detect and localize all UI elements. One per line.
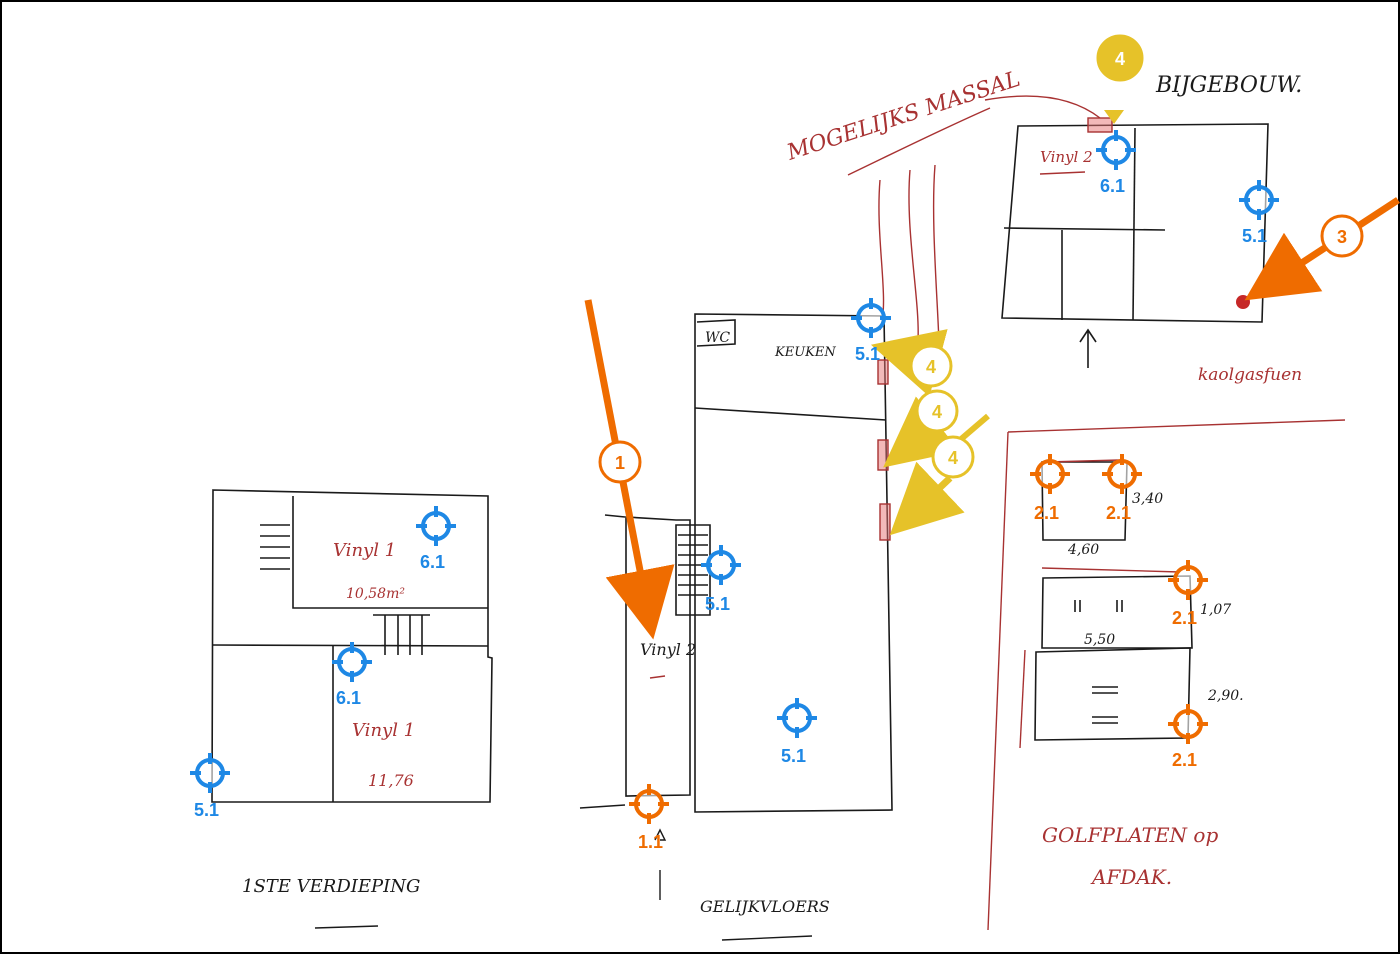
svg-text:4: 4 xyxy=(948,448,958,468)
callout-1: 1 xyxy=(598,440,642,484)
first-floor-plan xyxy=(211,489,493,803)
blue-marker xyxy=(1096,130,1136,170)
blue-marker-label: 5.1 xyxy=(855,344,880,364)
svg-text:4: 4 xyxy=(932,402,942,422)
keuken-text: KEUKEN xyxy=(774,345,836,360)
vinyl1-bottom-text: Vinyl 1 xyxy=(352,720,415,741)
annex-plan xyxy=(1001,123,1269,368)
dim-550-text: 5,50 xyxy=(1084,632,1115,648)
blue-marker-label: 5.1 xyxy=(781,746,806,766)
orange-marker xyxy=(1102,454,1142,494)
svg-text:3: 3 xyxy=(1337,227,1347,247)
blue-marker-label: 6.1 xyxy=(420,552,445,572)
orange-marker xyxy=(1168,704,1208,744)
blue-marker xyxy=(1239,180,1279,220)
callout-4-a: 4 xyxy=(909,344,953,388)
title-underlines xyxy=(314,828,813,941)
dim-290-text: 2,90. xyxy=(1207,688,1244,704)
orange-marker-label: 2.1 xyxy=(1106,503,1131,523)
blue-marker xyxy=(777,698,817,738)
handwritten-text: MOGELIJKS MASSAL BIJGEBOUW. WC KEUKEN Vi… xyxy=(242,67,1302,916)
vinyl1-top-text: Vinyl 1 xyxy=(333,540,396,561)
orange-marker xyxy=(629,784,669,824)
blue-marker xyxy=(416,506,456,546)
orange-marker-label: 2.1 xyxy=(1172,608,1197,628)
kolfsmoer-text: kaolgasfuen xyxy=(1198,365,1302,385)
callout-4-c: 4 xyxy=(931,435,975,479)
vinyl2-ground-text: Vinyl 2 xyxy=(640,640,696,659)
orange-marker xyxy=(1168,560,1208,600)
svg-text:4: 4 xyxy=(926,357,936,377)
callout-circles: 1 3 4 4 4 4 xyxy=(598,34,1364,484)
gelijkvloers-text: GELIJKVLOERS xyxy=(700,897,830,916)
dim-107-text: 1,07 xyxy=(1200,602,1231,618)
blue-marker-label: 5.1 xyxy=(705,594,730,614)
blue-marker-label: 5.1 xyxy=(1242,226,1267,246)
dim-460-text: 4,60 xyxy=(1067,542,1099,558)
blue-marker-label: 6.1 xyxy=(336,688,361,708)
callout-4-b: 4 xyxy=(915,389,959,433)
golfplaten-line2-text: AFDAK. xyxy=(1090,865,1172,889)
orange-marker xyxy=(1030,454,1070,494)
red-ink-lines xyxy=(649,95,1346,931)
wc-text: WC xyxy=(705,330,730,346)
vinyl2-annex-text: Vinyl 2 xyxy=(1040,148,1093,166)
mogelijks-massal-text: MOGELIJKS MASSAL xyxy=(783,67,1023,166)
eerste-verdieping-text: 1STE VERDIEPING xyxy=(242,876,420,897)
orange-marker-label: 1.1 xyxy=(638,832,663,852)
svg-text:1: 1 xyxy=(615,453,625,473)
blue-marker xyxy=(332,642,372,682)
orange-markers: 1.1 2.1 2.1 2.1 2.1 xyxy=(629,454,1208,852)
blue-marker-label: 5.1 xyxy=(194,800,219,820)
blue-markers: 6.1 5.1 5.1 5.1 5.1 xyxy=(190,130,1279,820)
golfplaten-line1-text: GOLFPLATEN op xyxy=(1042,823,1218,847)
svg-text:4: 4 xyxy=(1115,49,1125,69)
orange-marker-label: 2.1 xyxy=(1034,503,1059,523)
dim-340-text: 3,40 xyxy=(1132,491,1163,507)
bijgebouw-text: BIJGEBOUW. xyxy=(1155,73,1302,98)
callout-4-annex: 4 xyxy=(1096,34,1144,82)
ground-floor-plan xyxy=(579,313,893,813)
vinyl1-bottom-area-text: 11,76 xyxy=(368,771,414,790)
blue-marker-label: 6.1 xyxy=(1100,176,1125,196)
callout-3: 3 xyxy=(1320,214,1364,258)
blue-marker xyxy=(701,545,741,585)
vinyl1-top-area-text: 10,58m² xyxy=(346,586,405,602)
orange-marker-label: 2.1 xyxy=(1172,750,1197,770)
blue-marker xyxy=(190,753,230,793)
blue-marker xyxy=(851,298,891,338)
